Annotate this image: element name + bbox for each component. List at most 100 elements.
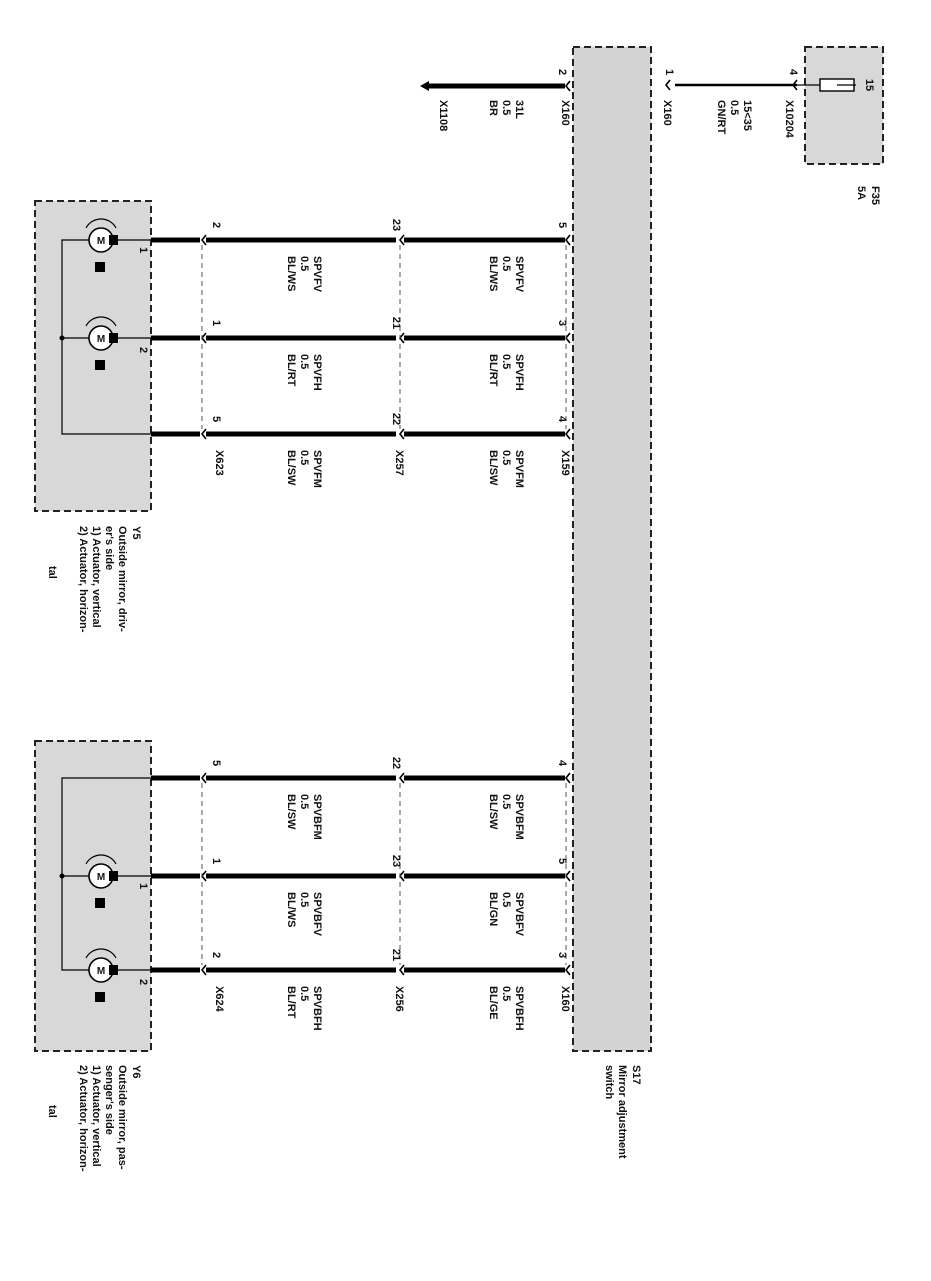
driver-pin: 4 (556, 416, 568, 423)
passenger-pin: 5 (210, 760, 222, 766)
connector-symbol (564, 80, 571, 92)
passenger-mid-connector: X256 (393, 986, 405, 1012)
wire-label: 0.5 (298, 354, 310, 369)
power-color-label: GN/RT (715, 100, 727, 135)
switch-description-line-1: Mirror adjustment (616, 1065, 628, 1159)
passenger-pin: 21 (390, 949, 402, 961)
passenger-mirror-box (34, 740, 152, 1052)
passenger-actuator-horizontal: M (85, 948, 151, 1002)
wire-label: BL/WS (285, 892, 297, 927)
wire-label: SPVFM (513, 450, 525, 488)
power-wire-pin: 1 (663, 69, 675, 75)
ground-gauge-label: 0.5 (500, 100, 512, 115)
ground-circuit-label: 31L (513, 100, 525, 119)
passenger-wire-3 (151, 964, 571, 976)
driver-mirror-desc-1: Outside mirror, driv- (116, 526, 128, 632)
wire-label: SPVBFV (513, 892, 525, 937)
fuse-box (804, 46, 884, 165)
wire-label: 0.5 (500, 892, 512, 907)
passenger-end-connector: X624 (213, 986, 225, 1013)
power-wire-connector: X160 (661, 100, 673, 126)
wire-label: SPVBFV (311, 892, 323, 937)
wire-label: SPVBFM (311, 794, 323, 840)
passenger-mirror-id: Y6 (130, 1065, 142, 1078)
wire-label: BL/SW (487, 450, 499, 486)
fuse-pin-out: 15 (863, 79, 875, 91)
driver-pin: 21 (390, 317, 402, 329)
passenger-switch-connector: X160 (559, 986, 571, 1012)
driver-mirror-box (34, 200, 152, 512)
ground-connector-label: X160 (559, 100, 571, 126)
wire-label: 0.5 (298, 450, 310, 465)
passenger-pin: 5 (556, 858, 568, 864)
motor-icon: M (97, 872, 105, 883)
passenger-mirror-desc-1: Outside mirror, pas- (116, 1065, 128, 1170)
switch-description-line-2: switch (603, 1065, 615, 1100)
wire-label: 0.5 (298, 986, 310, 1001)
mirror-switch-box (572, 46, 652, 1052)
passenger-pin: 1 (210, 858, 222, 864)
driver-mirror-id: Y5 (130, 526, 142, 539)
driver-mid-connector: X257 (393, 450, 405, 476)
driver-pin: 5 (556, 222, 568, 228)
wire-label: SPVFH (311, 354, 323, 391)
wire-label: BL/GE (487, 986, 499, 1020)
wire-label: 0.5 (298, 256, 310, 271)
wire-label: BL/RT (487, 354, 499, 387)
passenger-pin: 3 (556, 952, 568, 958)
wire-label: 0.5 (298, 892, 310, 907)
driver-mirror-desc-2: er's side (103, 526, 115, 570)
passenger-mirror-desc-4: 2) Actuator, horizon- (77, 1065, 89, 1172)
fuse-pin-in: 4 (787, 69, 799, 76)
wire-label: BL/RT (285, 354, 297, 387)
switch-id: S17 (630, 1065, 642, 1085)
passenger-wire-2 (151, 870, 571, 882)
passenger-mirror-desc-2: senger's side (103, 1065, 115, 1135)
passenger-actuator-label-2: 2 (137, 979, 149, 985)
driver-pin: 3 (556, 320, 568, 326)
wire-label: 0.5 (500, 256, 512, 271)
connector-symbol (664, 79, 671, 91)
wire-label: SPVBFH (513, 986, 525, 1031)
power-gauge-label: 0.5 (728, 100, 740, 115)
passenger-pin: 2 (210, 952, 222, 958)
driver-actuator-label-2: 2 (137, 347, 149, 353)
driver-pin: 22 (390, 413, 402, 425)
motor-icon: M (97, 966, 105, 977)
driver-pin: 2 (210, 222, 222, 228)
wire-label: SPVFH (513, 354, 525, 391)
driver-pin: 1 (210, 320, 222, 326)
fuse-connector-label: X10204 (783, 100, 795, 139)
wire-label: SPVFM (311, 450, 323, 488)
passenger-pin: 4 (556, 760, 568, 767)
wire-label: 0.5 (500, 986, 512, 1001)
wire-label: SPVBFH (311, 986, 323, 1031)
ground-wire-pin: 2 (556, 69, 568, 75)
driver-actuator-horizontal: M (85, 316, 151, 370)
passenger-pin: 23 (390, 855, 402, 867)
wire-label: BL/WS (285, 256, 297, 291)
passenger-pin: 22 (390, 757, 402, 769)
wire-label: BL/SW (285, 794, 297, 830)
driver-wire-2 (151, 332, 571, 344)
driver-actuator-label-1: 1 (137, 247, 149, 253)
motor-icon: M (97, 236, 105, 247)
driver-end-connector: X623 (213, 450, 225, 476)
motor-icon: M (97, 334, 105, 345)
wire-label: SPVBFM (513, 794, 525, 840)
passenger-actuator-label-1: 1 (137, 883, 149, 889)
power-circuit-label: 15<35 (741, 100, 753, 131)
wire-label: 0.5 (500, 450, 512, 465)
driver-actuator-vertical: M (85, 218, 151, 272)
wire-label: BL/RT (285, 986, 297, 1019)
ground-arrow-icon (420, 81, 429, 91)
wire-label: BL/GN (487, 892, 499, 926)
ground-destination-label: X1108 (437, 100, 449, 131)
passenger-wire-1 (151, 772, 571, 784)
wire-label: SPVFV (311, 256, 323, 293)
driver-pin: 5 (210, 416, 222, 422)
driver-mirror-desc-3: 1) Actuator, vertical (90, 526, 102, 628)
wire-label: 0.5 (500, 354, 512, 369)
wire-label: BL/SW (487, 794, 499, 830)
